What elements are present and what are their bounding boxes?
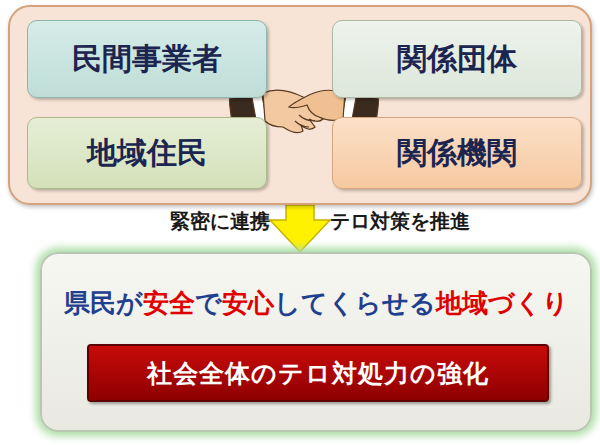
- actor-box: 関係機関: [332, 117, 582, 189]
- goal-panel: 社会全体のテロ対処力の強化 県民が安全で安心してくらせる地域づくり: [40, 252, 592, 432]
- arrow-caption: 緊密に連携: [170, 208, 270, 235]
- key-measure-box: 社会全体のテロ対処力の強化: [87, 344, 549, 402]
- node-text: 民間事業者: [72, 39, 222, 80]
- flow-arrow: [270, 205, 330, 252]
- node-text: 関係団体: [397, 39, 517, 80]
- node-text: 関係機関: [397, 133, 517, 174]
- node-text: 県民が安全で安心してくらせる地域づくり: [64, 286, 569, 321]
- node-text: 地域住民: [87, 133, 207, 174]
- node-text: 社会全体のテロ対処力の強化: [147, 357, 489, 390]
- actor-box: 地域住民: [27, 117, 267, 189]
- actor-box: 関係団体: [332, 20, 582, 98]
- group-panel: 民間事業者 関係団体地域住民 関係機関: [8, 5, 592, 205]
- arrow-caption: テロ対策を推進: [330, 208, 470, 235]
- actor-box: 民間事業者: [27, 20, 267, 98]
